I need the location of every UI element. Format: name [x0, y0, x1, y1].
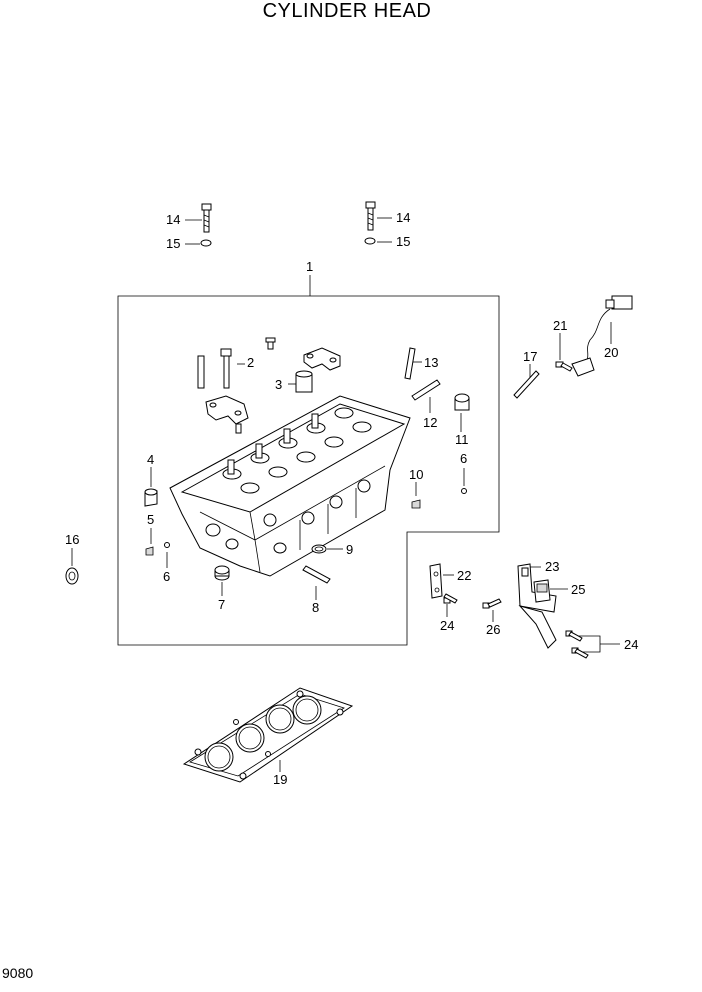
ball-6-left	[164, 542, 170, 548]
bolt-2	[220, 348, 232, 389]
callout-7: 7	[218, 597, 225, 612]
pin-8	[302, 565, 331, 584]
callout-24-right: 24	[624, 637, 638, 652]
bolt-24-right-upper	[565, 630, 583, 642]
callout-15-left: 15	[166, 236, 180, 251]
sensor-25	[533, 579, 551, 603]
callout-11: 11	[455, 432, 469, 447]
callout-6-right: 6	[460, 451, 467, 466]
camshaft-position-sensor-20	[571, 295, 633, 377]
plug-5	[145, 546, 154, 556]
bolt-14-right	[365, 201, 376, 231]
tappet-3	[295, 370, 313, 393]
callout-22: 22	[457, 568, 471, 583]
pin-small	[265, 337, 276, 350]
sensor-bracket-23	[517, 563, 557, 649]
callout-4: 4	[147, 452, 154, 467]
seal-16	[65, 567, 79, 585]
bracket-22	[429, 563, 443, 599]
callout-19: 19	[273, 772, 287, 787]
callout-3: 3	[275, 377, 282, 392]
plug-10	[411, 499, 421, 509]
rod-12	[411, 379, 441, 401]
camshaft-bearing-cap-front	[205, 395, 249, 425]
callout-13: 13	[424, 355, 438, 370]
callout-9: 9	[346, 542, 353, 557]
seal-9	[311, 544, 327, 554]
callout-10: 10	[409, 467, 423, 482]
assembly-boundary-frame	[117, 295, 500, 646]
dowel-pin	[197, 355, 205, 389]
callout-1: 1	[306, 259, 313, 274]
head-gasket-19	[182, 687, 354, 783]
callout-2: 2	[247, 355, 254, 370]
bolt-21	[555, 361, 573, 372]
callout-17: 17	[523, 349, 537, 364]
callout-26: 26	[486, 622, 500, 637]
bolt-24-left	[443, 593, 458, 604]
camshaft-bearing-cap-rear	[303, 347, 341, 371]
callout-5: 5	[147, 512, 154, 527]
callout-20: 20	[604, 345, 618, 360]
callout-6-left: 6	[163, 569, 170, 584]
bolt-26	[482, 598, 502, 609]
page-title: CYLINDER HEAD	[263, 0, 432, 22]
stud-13	[404, 347, 416, 380]
callout-16: 16	[65, 532, 79, 547]
callout-8: 8	[312, 600, 319, 615]
callout-14-left: 14	[166, 212, 180, 227]
pin-17	[513, 370, 540, 399]
callout-24-left: 24	[440, 618, 454, 633]
callout-15-right: 15	[396, 234, 410, 249]
cylinder-head-1	[169, 395, 411, 577]
ball-6-right	[461, 488, 467, 494]
washer-15-right	[364, 237, 376, 245]
callout-23: 23	[545, 559, 559, 574]
seal-7	[214, 565, 230, 581]
callout-12: 12	[423, 415, 437, 430]
bolt-14-left	[201, 203, 212, 233]
callout-14-right: 14	[396, 210, 410, 225]
bolt-24-right-lower	[571, 647, 589, 659]
washer-15-left	[200, 239, 212, 247]
dowel-small	[235, 423, 242, 434]
plug-4	[144, 488, 158, 507]
page-number: 9080	[2, 965, 33, 981]
callout-25: 25	[571, 582, 585, 597]
plug-11	[454, 393, 470, 411]
callout-21: 21	[553, 318, 567, 333]
